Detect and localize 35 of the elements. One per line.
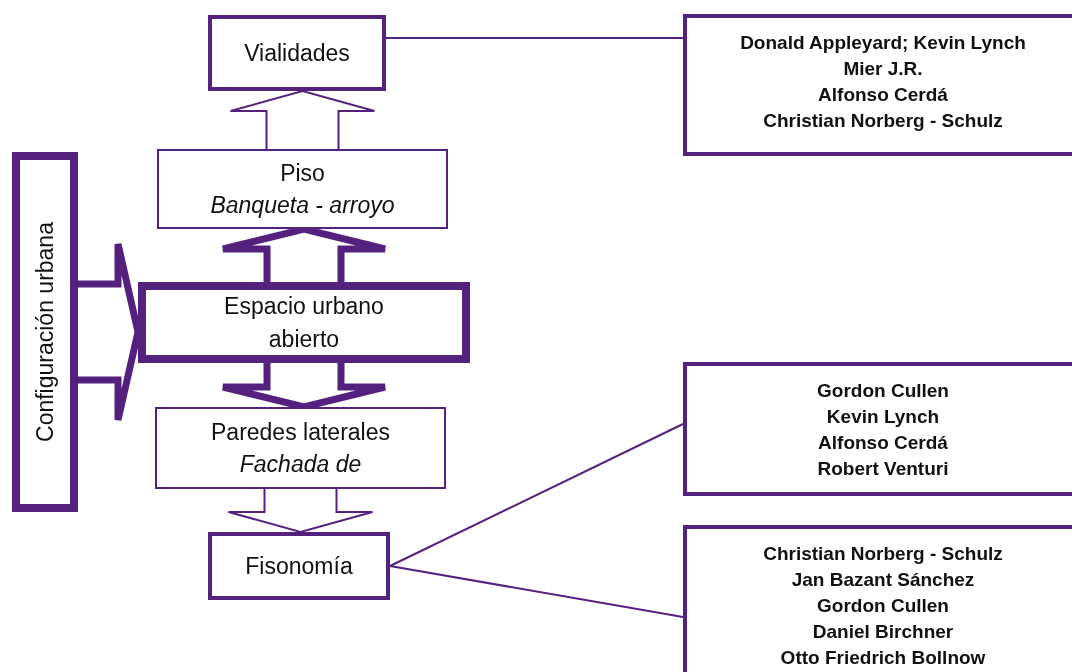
author-name: Donald Appleyard; Kevin Lynch — [740, 31, 1026, 55]
block-arrow — [229, 89, 376, 150]
connector-line — [389, 565, 684, 618]
author-name: Christian Norberg - Schulz — [763, 109, 1003, 133]
author-name: Alfonso Cerdá — [818, 83, 948, 107]
author-name: Christian Norberg - Schulz — [763, 542, 1003, 566]
concept-box — [157, 149, 448, 229]
author-list-box — [683, 14, 1072, 156]
block-arrow — [227, 488, 374, 534]
author-name: Daniel Birchner — [812, 620, 954, 644]
box-title: Vialidades — [244, 38, 350, 68]
concept-box — [155, 407, 446, 489]
box-title: Piso — [280, 158, 325, 188]
concept-box — [208, 15, 386, 91]
box-title: Espacio urbano abierto — [223, 292, 385, 354]
author-list-box — [683, 525, 1072, 672]
box-title: Paredes laterales — [211, 417, 390, 447]
connector-line — [385, 37, 684, 39]
box-title: Fisonomía — [245, 551, 353, 581]
vertical-label-box — [12, 152, 78, 512]
author-name: Gordon Cullen — [817, 594, 949, 618]
author-name: Gordon Cullen — [817, 379, 949, 403]
box-subtitle: Banqueta - arroyo — [210, 191, 395, 220]
author-name: Alfonso Cerdá — [818, 431, 948, 455]
author-name: Jan Bazant Sánchez — [791, 568, 975, 592]
concept-box — [138, 282, 470, 363]
vertical-label: Configuración urbana — [31, 222, 59, 442]
author-name: Otto Friedrich Bollnow — [780, 646, 986, 670]
connector-line — [389, 423, 684, 567]
author-name: Kevin Lynch — [826, 405, 940, 429]
author-name: Mier J.R. — [843, 57, 923, 81]
author-name: Robert Venturi — [817, 457, 949, 481]
box-subtitle: Fachada de — [239, 450, 362, 479]
concept-box — [208, 532, 390, 600]
author-list-box — [683, 362, 1072, 496]
